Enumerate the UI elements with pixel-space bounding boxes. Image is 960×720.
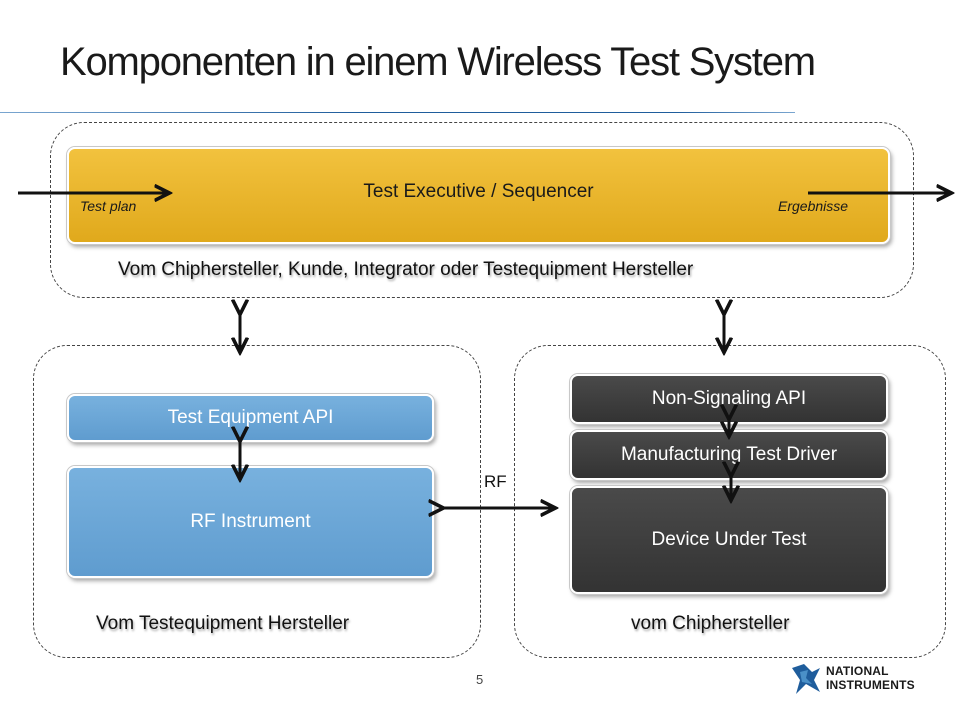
top-region-label: Vom Chiphersteller, Kunde, Integrator od…	[118, 259, 694, 280]
test-plan-label: Test plan	[80, 198, 137, 214]
sequencer-label: Test Executive / Sequencer	[363, 181, 594, 202]
non-signaling-api-label: Non-Signaling API	[651, 388, 807, 409]
left-region-label: Vom Testequipment Hersteller	[96, 613, 350, 634]
test-equipment-api-block: Test Equipment API	[67, 394, 434, 442]
test-equipment-api-label: Test Equipment API	[167, 407, 334, 428]
non-signaling-api-block: Non-Signaling API	[570, 374, 888, 424]
national-instruments-logo: NATIONAL INSTRUMENTS	[790, 660, 915, 700]
rf-label: RF	[484, 472, 507, 491]
rf-instrument-block: RF Instrument	[67, 466, 434, 578]
title-divider	[0, 112, 795, 113]
rf-instrument-label: RF Instrument	[190, 511, 311, 532]
slide-title: Komponenten in einem Wireless Test Syste…	[60, 40, 816, 84]
sequencer-block: Test Executive / Sequencer	[67, 147, 890, 244]
logo-line-2: INSTRUMENTS	[826, 678, 915, 692]
right-region-label: vom Chiphersteller	[631, 613, 790, 634]
device-under-test-label: Device Under Test	[651, 529, 807, 550]
logo-line-1: NATIONAL	[826, 664, 889, 678]
device-under-test-block: Device Under Test	[570, 486, 888, 594]
eagle-icon	[792, 664, 820, 694]
manufacturing-test-driver-label: Manufacturing Test Driver	[620, 444, 838, 465]
ergebnisse-label: Ergebnisse	[778, 198, 849, 214]
page-number: 5	[476, 672, 484, 687]
top-region	[50, 122, 914, 298]
